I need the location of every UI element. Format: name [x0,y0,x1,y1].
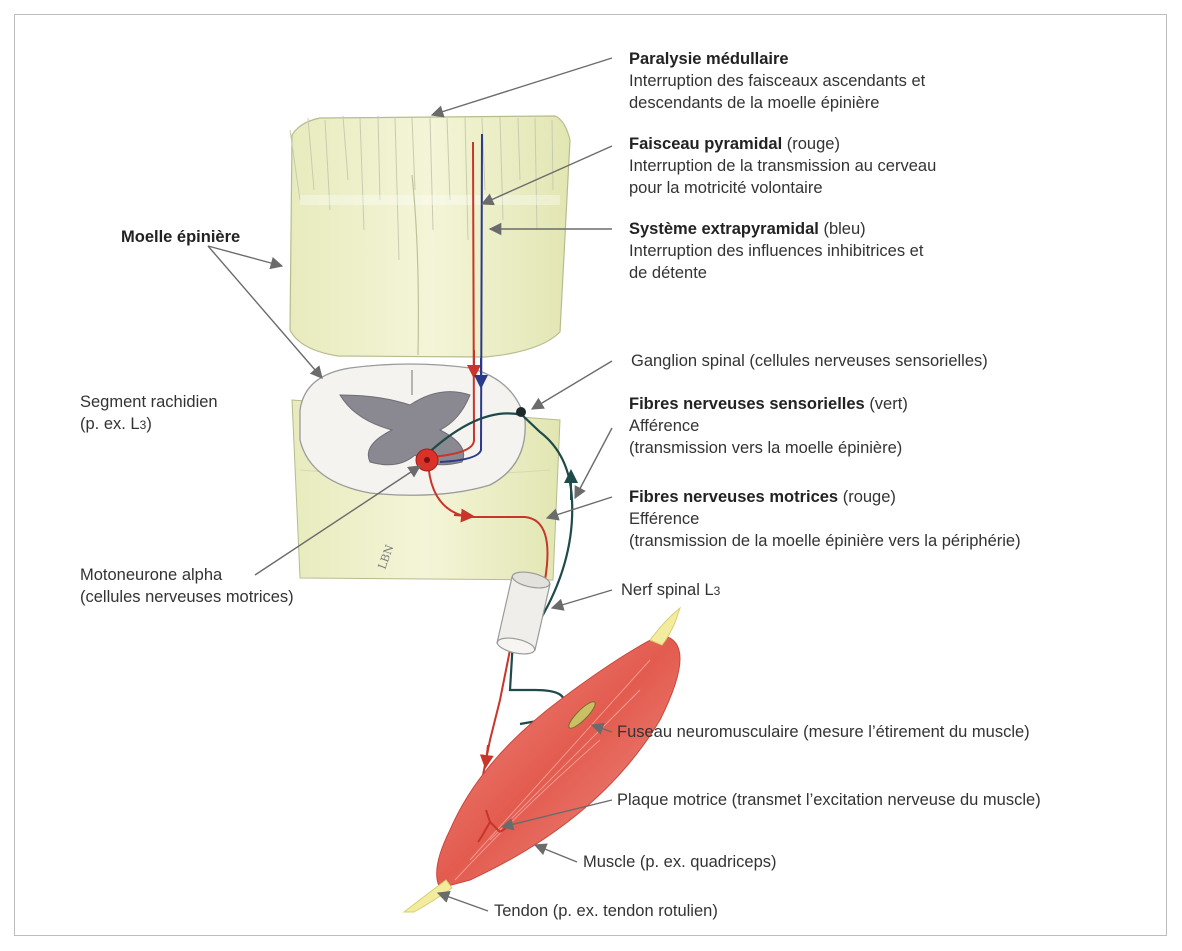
motrices-note: (rouge) [843,488,896,506]
arrow-moelle-1 [208,246,282,266]
nerf-sub: 3 [714,584,721,598]
motrices-title: Fibres nerveuses motrices [629,488,838,506]
label-tendon: Tendon (p. ex. tendon rotulien) [494,900,718,922]
segment-line1: Segment rachidien [80,391,218,413]
label-fuseau-neuromusculaire: Fuseau neuromusculaire (mesure l’étireme… [617,721,1030,743]
label-nerf-spinal: Nerf spinal L3 [621,579,720,602]
label-fibres-motrices: Fibres nerveuses motrices (rouge) Effére… [629,486,1021,552]
arrow-ganglion [532,361,612,409]
paralysie-line1: Interruption des faisceaux ascendants et [629,70,925,92]
upper-tendon [650,608,680,645]
extrapyramidal-line1: Interruption des influences inhibitrices… [629,240,923,262]
alpha-motoneuron-nucleus [424,457,430,463]
spinal-cord-upper [290,116,570,357]
label-moelle-epiniere: Moelle épinière [121,226,240,248]
muscle-text: Muscle (p. ex. quadriceps) [583,851,777,873]
sensorielles-title: Fibres nerveuses sensorielles [629,395,865,413]
label-motoneurone-alpha: Motoneurone alpha (cellules nerveuses mo… [80,564,294,608]
sensorielles-line2: (transmission vers la moelle épinière) [629,437,908,459]
pyramidal-note: (rouge) [787,135,840,153]
extrapyramidal-line2: de détente [629,262,923,284]
motor-fiber-arrow-2 [486,745,488,762]
motoneurone-line2: (cellules nerveuses motrices) [80,586,294,608]
spinal-ganglion [516,407,526,417]
pyramidal-line2: pour la motricité volontaire [629,177,936,199]
paralysie-title: Paralysie médullaire [629,48,925,70]
extrapyramidal-note: (bleu) [823,220,865,238]
motor-fiber-arrow-1 [454,515,468,516]
label-faisceau-pyramidal: Faisceau pyramidal (rouge) Interruption … [629,133,936,199]
extrapyramidal-title: Système extrapyramidal [629,220,819,238]
tendon-text: Tendon (p. ex. tendon rotulien) [494,900,718,922]
motrices-line1: Efférence [629,508,1021,530]
arrow-sensorielles [575,428,612,498]
sensorielles-note: (vert) [869,395,908,413]
nerf-text: Nerf spinal L [621,581,714,599]
segment-close: ) [146,415,152,433]
spinal-nerve-cylinder [496,569,551,657]
motoneurone-line1: Motoneurone alpha [80,564,294,586]
label-muscle: Muscle (p. ex. quadriceps) [583,851,777,873]
ganglion-text: Ganglion spinal (cellules nerveuses sens… [631,350,988,372]
plaque-text: Plaque motrice (transmet l’excitation ne… [617,789,1041,811]
segment-line2: (p. ex. L [80,415,140,433]
fuseau-text: Fuseau neuromusculaire (mesure l’étireme… [617,721,1030,743]
label-systeme-extrapyramidal: Système extrapyramidal (bleu) Interrupti… [629,218,923,284]
label-fibres-sensorielles: Fibres nerveuses sensorielles (vert) Aff… [629,393,908,459]
spinal-segment-cross-section [300,364,525,495]
arrow-paralysie [432,58,612,115]
pyramidal-line1: Interruption de la transmission au cerve… [629,155,936,177]
sensorielles-line1: Afférence [629,415,908,437]
label-ganglion-spinal: Ganglion spinal (cellules nerveuses sens… [631,350,988,372]
label-segment-rachidien: Segment rachidien (p. ex. L3) [80,391,218,436]
arrow-muscle [535,845,577,862]
arrow-nerf [552,590,612,608]
arrow-tendon [438,893,488,911]
moelle-title: Moelle épinière [121,226,240,248]
label-paralysie-medullaire: Paralysie médullaire Interruption des fa… [629,48,925,114]
label-plaque-motrice: Plaque motrice (transmet l’excitation ne… [617,789,1041,811]
paralysie-line2: descendants de la moelle épinière [629,92,925,114]
pyramidal-title: Faisceau pyramidal [629,135,782,153]
motrices-line2: (transmission de la moelle épinière vers… [629,530,1021,552]
